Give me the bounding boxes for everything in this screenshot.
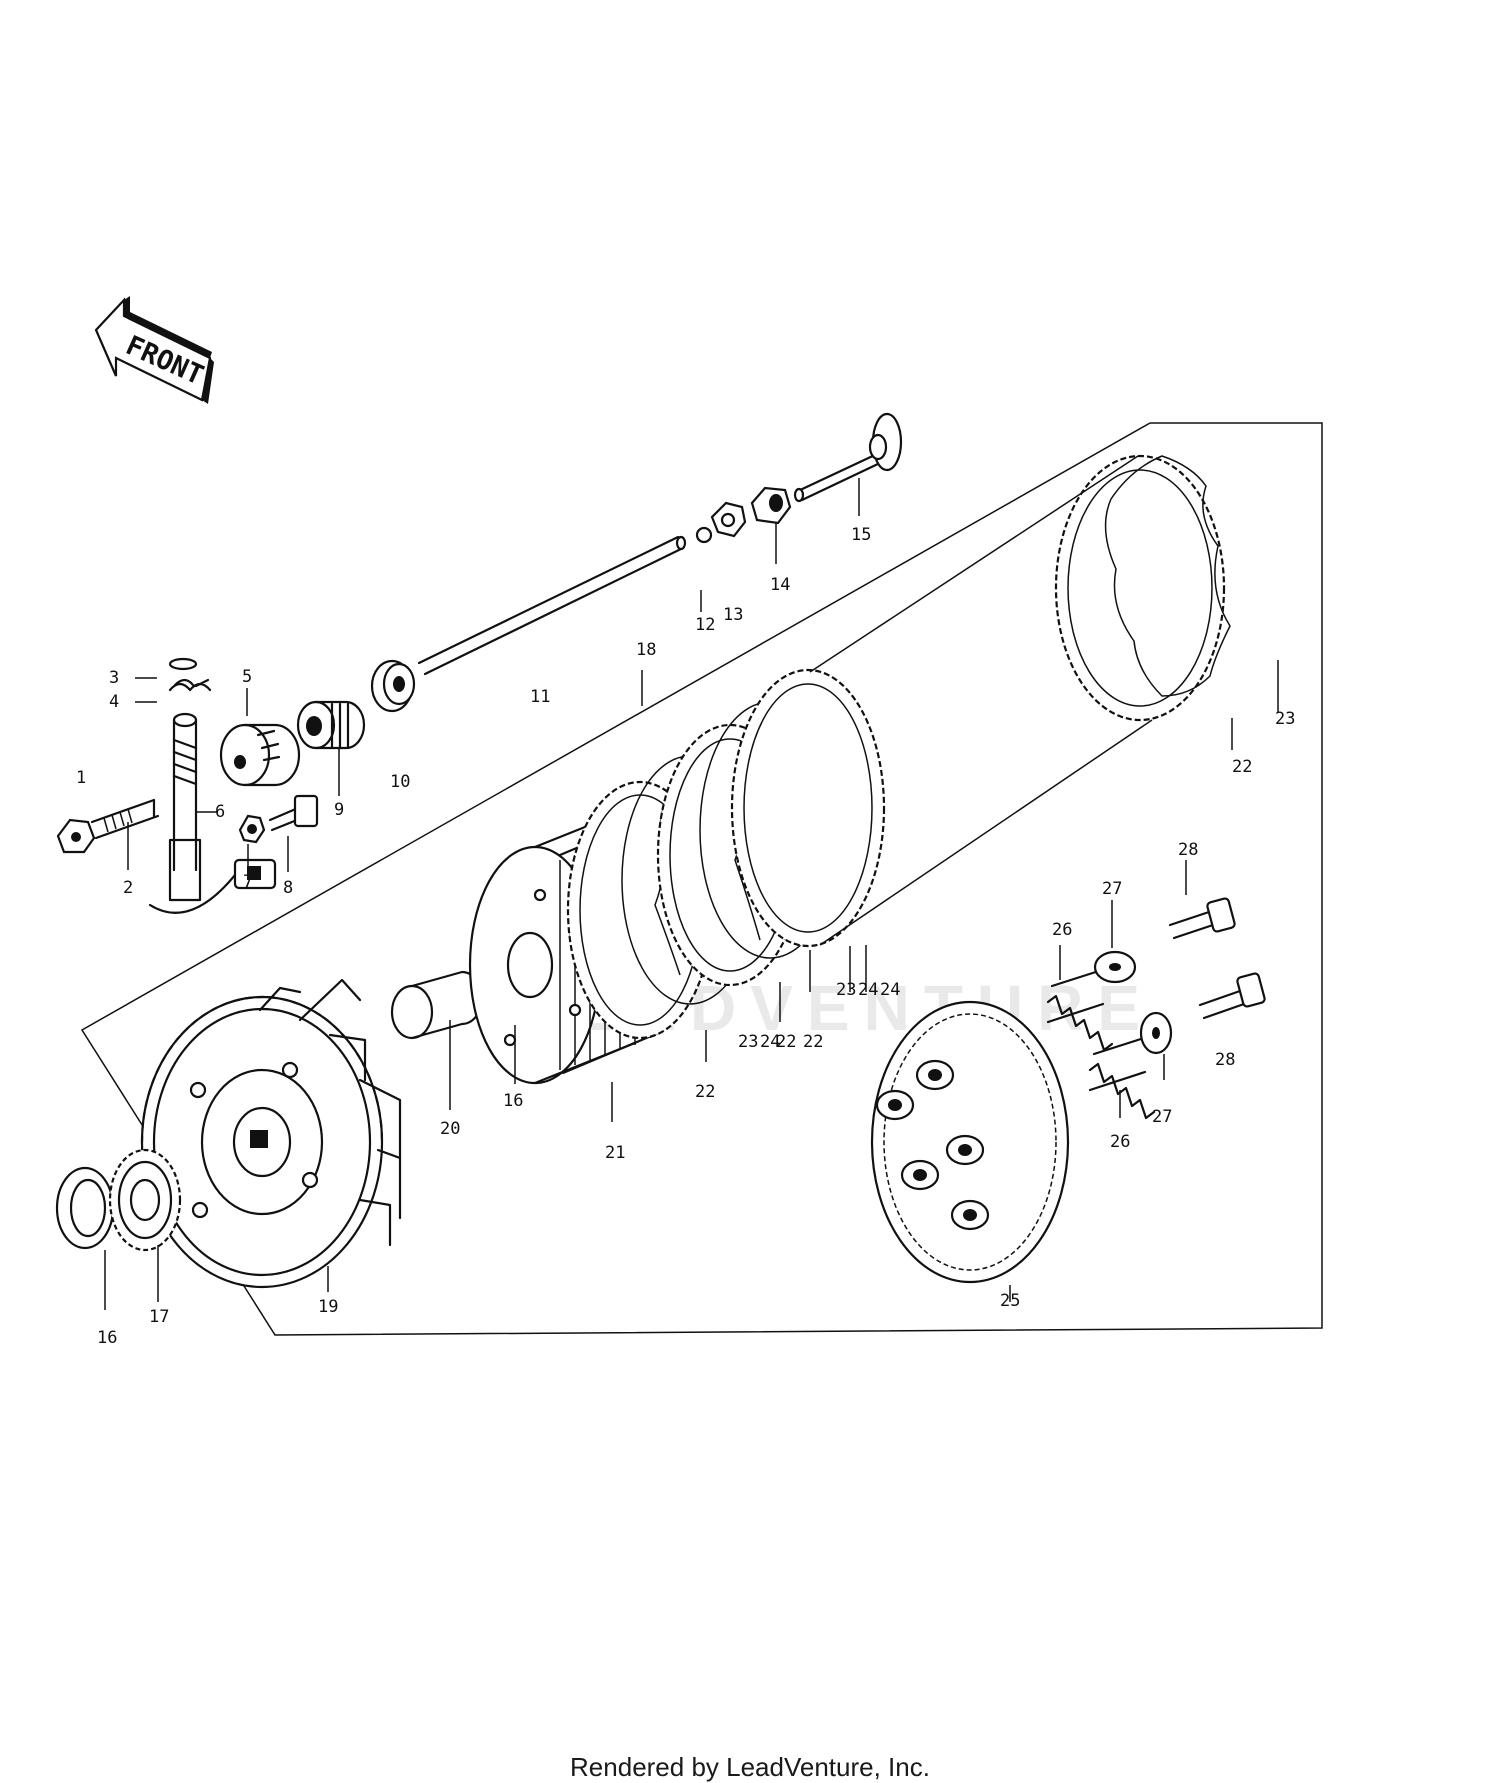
clutch-housing-gear — [140, 978, 402, 1289]
pressure-plate — [870, 1000, 1070, 1284]
callout-24-extra-2: 24 — [880, 980, 900, 1000]
assembly-boundary-frame — [80, 422, 1323, 1336]
callout-labels: 1 2 3 4 5 6 7 8 9 10 11 12 13 14 15 16 1… — [76, 525, 1295, 1348]
callout-5: 5 — [242, 667, 252, 687]
friction-plate-3 — [730, 668, 886, 948]
callout-26-extra: 26 — [1110, 1132, 1130, 1152]
plate-stack-guide-bottom — [819, 719, 1153, 946]
hex-nut — [56, 818, 96, 854]
callout-11: 11 — [530, 687, 550, 707]
plate-stack-guide-top — [809, 455, 1139, 673]
clutch-spring-1 — [1046, 968, 1114, 1052]
callout-22: 22 — [803, 1032, 823, 1052]
callout-19: 19 — [318, 1297, 338, 1317]
lock-nut — [710, 501, 747, 538]
adjust-nut — [750, 486, 792, 525]
callout-20: 20 — [440, 1119, 460, 1139]
callout-27: 27 — [1102, 879, 1122, 899]
callout-3: 3 — [109, 668, 119, 688]
thrust-washer-left — [55, 1166, 115, 1250]
spring-washer-2 — [1139, 1011, 1173, 1055]
callout-4: 4 — [109, 692, 119, 712]
callout-27-extra: 27 — [1152, 1107, 1172, 1127]
front-arrow-icon: FRONT — [94, 296, 214, 404]
callout-16: 16 — [503, 1091, 523, 1111]
callout-15: 15 — [851, 525, 871, 545]
callout-25: 25 — [1000, 1291, 1020, 1311]
leader-lines — [104, 478, 1279, 1310]
callout-14: 14 — [770, 575, 790, 595]
callout-28-extra: 28 — [1215, 1050, 1235, 1070]
steel-plate-rear — [1104, 455, 1231, 697]
callout-28: 28 — [1178, 840, 1198, 860]
callout-17: 17 — [149, 1307, 169, 1327]
callout-13: 13 — [723, 605, 743, 625]
spring-washer-1 — [1093, 950, 1137, 984]
stud-bolt — [90, 798, 160, 840]
callout-10: 10 — [390, 772, 410, 792]
pushrod-shaft — [417, 535, 687, 676]
callout-24-extra-1: 24 — [760, 1032, 780, 1052]
callout-26: 26 — [1052, 920, 1072, 940]
clutch-bolt-1 — [1168, 897, 1236, 940]
callout-6: 6 — [215, 802, 225, 822]
callout-16-extra: 16 — [97, 1328, 117, 1348]
small-ball — [695, 526, 713, 544]
callout-12: 12 — [695, 615, 715, 635]
release-cam-collar — [219, 723, 301, 787]
callout-22-extra-3: 22 — [776, 1032, 796, 1052]
callout-2: 2 — [123, 878, 133, 898]
callout-24: 24 — [858, 980, 878, 1000]
callout-8: 8 — [283, 878, 293, 898]
push-rod — [793, 412, 903, 503]
adjuster-sleeve — [296, 700, 366, 750]
release-lever-shaft — [148, 712, 277, 914]
small-nut — [238, 814, 266, 844]
callout-1: 1 — [76, 768, 86, 788]
callout-23-extra-2: 23 — [836, 980, 856, 1000]
circlip — [168, 657, 198, 671]
clutch-bolt-2 — [1198, 972, 1266, 1020]
drive-gear — [108, 1148, 182, 1252]
callout-23-extra-1: 23 — [738, 1032, 758, 1052]
callout-22-extra-2: 22 — [1232, 757, 1252, 777]
callout-9: 9 — [334, 800, 344, 820]
clutch-spring-2 — [1088, 1036, 1156, 1120]
callout-22-extra-1: 22 — [695, 1082, 715, 1102]
render-credit: Rendered by LeadVenture, Inc. — [570, 1752, 930, 1782]
callout-7: 7 — [243, 872, 253, 892]
bearing — [370, 659, 416, 713]
callout-23: 23 — [1275, 709, 1295, 729]
callout-18: 18 — [636, 640, 656, 660]
inner-sleeve — [390, 970, 484, 1040]
callout-21: 21 — [605, 1143, 625, 1163]
friction-plate-rear — [1054, 454, 1226, 722]
torsion-spring — [168, 678, 212, 692]
adjust-screw — [268, 794, 319, 832]
